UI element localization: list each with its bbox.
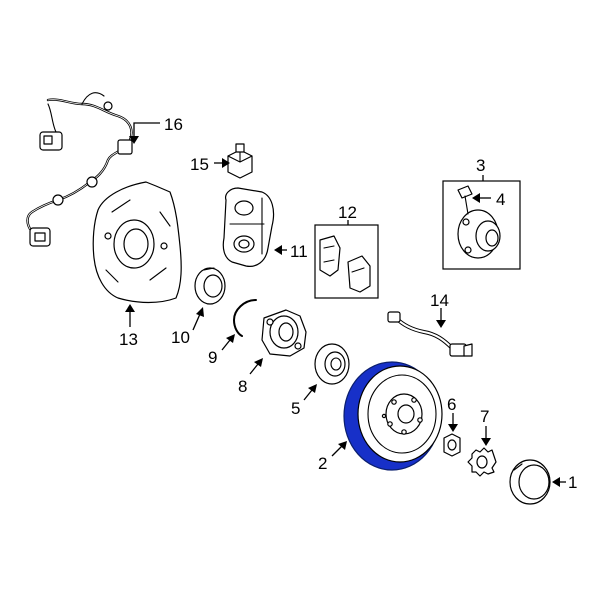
- leader-lines: [125, 122, 566, 487]
- part-12-brake-pads[interactable]: [314, 224, 379, 299]
- callout-1: 1: [568, 473, 577, 492]
- callout-14: 14: [430, 291, 449, 310]
- part-6-nut[interactable]: [443, 433, 461, 457]
- callout-13: 13: [119, 330, 138, 349]
- part-1-grease-cap[interactable]: [509, 459, 551, 505]
- callout-labels: 16 15 3 4 12 11 13 10 9 14 8 5 6 7 2 1: [119, 115, 577, 492]
- part-4-hub-bolt[interactable]: [457, 185, 473, 215]
- part-11-brake-caliper[interactable]: [222, 187, 275, 267]
- part-2-brake-rotor[interactable]: [343, 361, 443, 471]
- part-7-lock-cap[interactable]: [467, 447, 497, 477]
- callout-12: 12: [338, 203, 357, 222]
- part-13-dust-shield[interactable]: [92, 181, 182, 304]
- part-14-brake-hose[interactable]: [387, 311, 473, 357]
- group-box-12: [314, 224, 379, 299]
- part-3-hub-assembly[interactable]: [442, 180, 521, 270]
- callout-2: 2: [318, 454, 327, 473]
- group-box-3: [442, 180, 521, 270]
- callout-7: 7: [480, 407, 489, 426]
- callout-5: 5: [291, 399, 300, 418]
- part-8-bearing-housing[interactable]: [261, 309, 307, 357]
- part-16-sensor-harness[interactable]: [26, 92, 133, 247]
- callout-8: 8: [238, 377, 247, 396]
- part-5-bearing[interactable]: [314, 343, 350, 385]
- callout-16: 16: [164, 115, 183, 134]
- part-15-sensor-bracket[interactable]: [227, 143, 253, 179]
- callout-9: 9: [208, 348, 217, 367]
- callout-6: 6: [447, 395, 456, 414]
- callout-11: 11: [290, 242, 308, 261]
- callout-10: 10: [171, 328, 190, 347]
- part-10-seal[interactable]: [194, 267, 226, 305]
- callout-4: 4: [496, 190, 505, 209]
- callout-15: 15: [190, 155, 209, 174]
- part-9-snap-ring[interactable]: [233, 299, 257, 337]
- callout-3: 3: [476, 156, 485, 175]
